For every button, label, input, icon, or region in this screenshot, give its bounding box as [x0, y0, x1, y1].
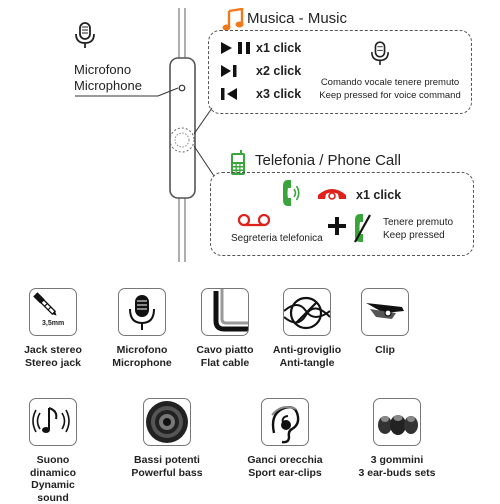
feature-flat-cable-it: Cavo piatto — [196, 344, 254, 356]
feature-anti-tangle: Anti-groviglio Anti-tangle — [268, 288, 346, 369]
feature-microphone-en: Microphone — [112, 356, 172, 369]
previous-track-icon — [221, 87, 239, 106]
hold-text: Tenere premuto Keep pressed — [383, 216, 453, 242]
hold-text-it: Tenere premuto — [383, 217, 454, 228]
mic-pointer — [75, 87, 179, 97]
feature-ear-buds-it: 3 gommini — [370, 454, 424, 466]
voicemail-icon — [237, 213, 271, 233]
feature-flat-cable-en: Flat cable — [200, 356, 250, 369]
mic-hole — [178, 84, 186, 92]
music-note-icon — [222, 7, 244, 37]
voice-command-text: Comando vocale tenere premuto Keep press… — [316, 76, 464, 102]
feature-anti-tangle-en: Anti-tangle — [279, 356, 335, 369]
feature-microphone: Microfono Microphone — [103, 288, 181, 369]
mic-label-en: Microphone — [74, 78, 142, 93]
feature-ear-clip: Ganci orecchia Sport ear-clips — [246, 398, 324, 479]
remote-diagram — [75, 8, 215, 262]
control-2-label: x2 click — [256, 64, 302, 78]
end-call-icon — [316, 185, 348, 208]
jack-icon: 3,5mm — [29, 288, 77, 336]
feature-dynamic-sound: Suono dinamico Dynamic sound — [14, 398, 92, 504]
next-track-icon — [221, 64, 239, 83]
control-3-label: x3 click — [256, 87, 302, 101]
anti-tangle-icon — [283, 288, 331, 336]
feature-ear-clip-it: Ganci orecchia — [247, 454, 323, 466]
jack-size-label: 3,5mm — [42, 320, 65, 327]
feature-anti-tangle-it: Anti-groviglio — [272, 344, 342, 356]
voice-mic-icon — [370, 40, 390, 73]
remote-button — [169, 127, 195, 153]
plus-icon — [327, 216, 347, 241]
microphone-icon — [118, 288, 166, 336]
voice-command-en: Keep pressed for voice command — [319, 90, 461, 101]
feature-jack-en: Stereo jack — [24, 356, 82, 369]
music-title: Musica - Music — [247, 10, 348, 27]
feature-dynamic-sound-it: Suono dinamico — [29, 454, 77, 479]
control-1-label: x1 click — [256, 41, 302, 55]
bass-icon — [143, 398, 191, 446]
mic-label: Microfono Microphone — [74, 62, 142, 94]
feature-flat-cable: Cavo piatto Flat cable — [186, 288, 264, 369]
hold-text-en: Keep pressed — [383, 230, 445, 241]
phone-title: Telefonia / Phone Call — [255, 152, 401, 169]
feature-dynamic-sound-en: Dynamic sound — [31, 479, 75, 504]
flat-cable-icon — [201, 288, 249, 336]
mobile-phone-icon — [230, 150, 246, 181]
feature-bass: Bassi potenti Powerful bass — [128, 398, 206, 479]
answer-label-text: x1 click — [356, 188, 402, 202]
feature-clip-it: Clip — [375, 344, 395, 356]
feature-ear-buds-en: 3 ear-buds sets — [358, 466, 436, 479]
voicemail-label: Segreteria telefonica — [231, 233, 323, 244]
feature-ear-clip-en: Sport ear-clips — [248, 466, 322, 479]
dynamic-sound-icon — [29, 398, 77, 446]
phone-box — [210, 172, 474, 256]
feature-bass-it: Bassi potenti — [134, 454, 200, 466]
feature-jack-it: Jack stereo — [24, 344, 82, 356]
feature-clip: Clip — [346, 288, 424, 357]
mic-top-icon — [74, 22, 96, 55]
answer-label: x1 click — [356, 188, 401, 202]
ear-buds-icon — [373, 398, 421, 446]
feature-bass-en: Powerful bass — [131, 466, 203, 479]
feature-ear-buds: 3 gommini 3 ear-buds sets — [358, 398, 436, 479]
hold-call-icon — [352, 212, 374, 249]
voice-command-it: Comando vocale tenere premuto — [320, 77, 460, 88]
feature-jack: 3,5mm Jack stereo Stereo jack — [14, 288, 92, 369]
ear-clip-icon — [261, 398, 309, 446]
play-pause-icon — [221, 41, 255, 60]
phone-pointer — [193, 145, 215, 177]
music-box — [208, 30, 472, 114]
clip-icon — [361, 288, 409, 336]
answer-call-icon — [281, 178, 301, 213]
mic-label-it: Microfono — [74, 62, 132, 77]
feature-microphone-it: Microfono — [116, 344, 168, 356]
music-pointer — [193, 107, 213, 135]
